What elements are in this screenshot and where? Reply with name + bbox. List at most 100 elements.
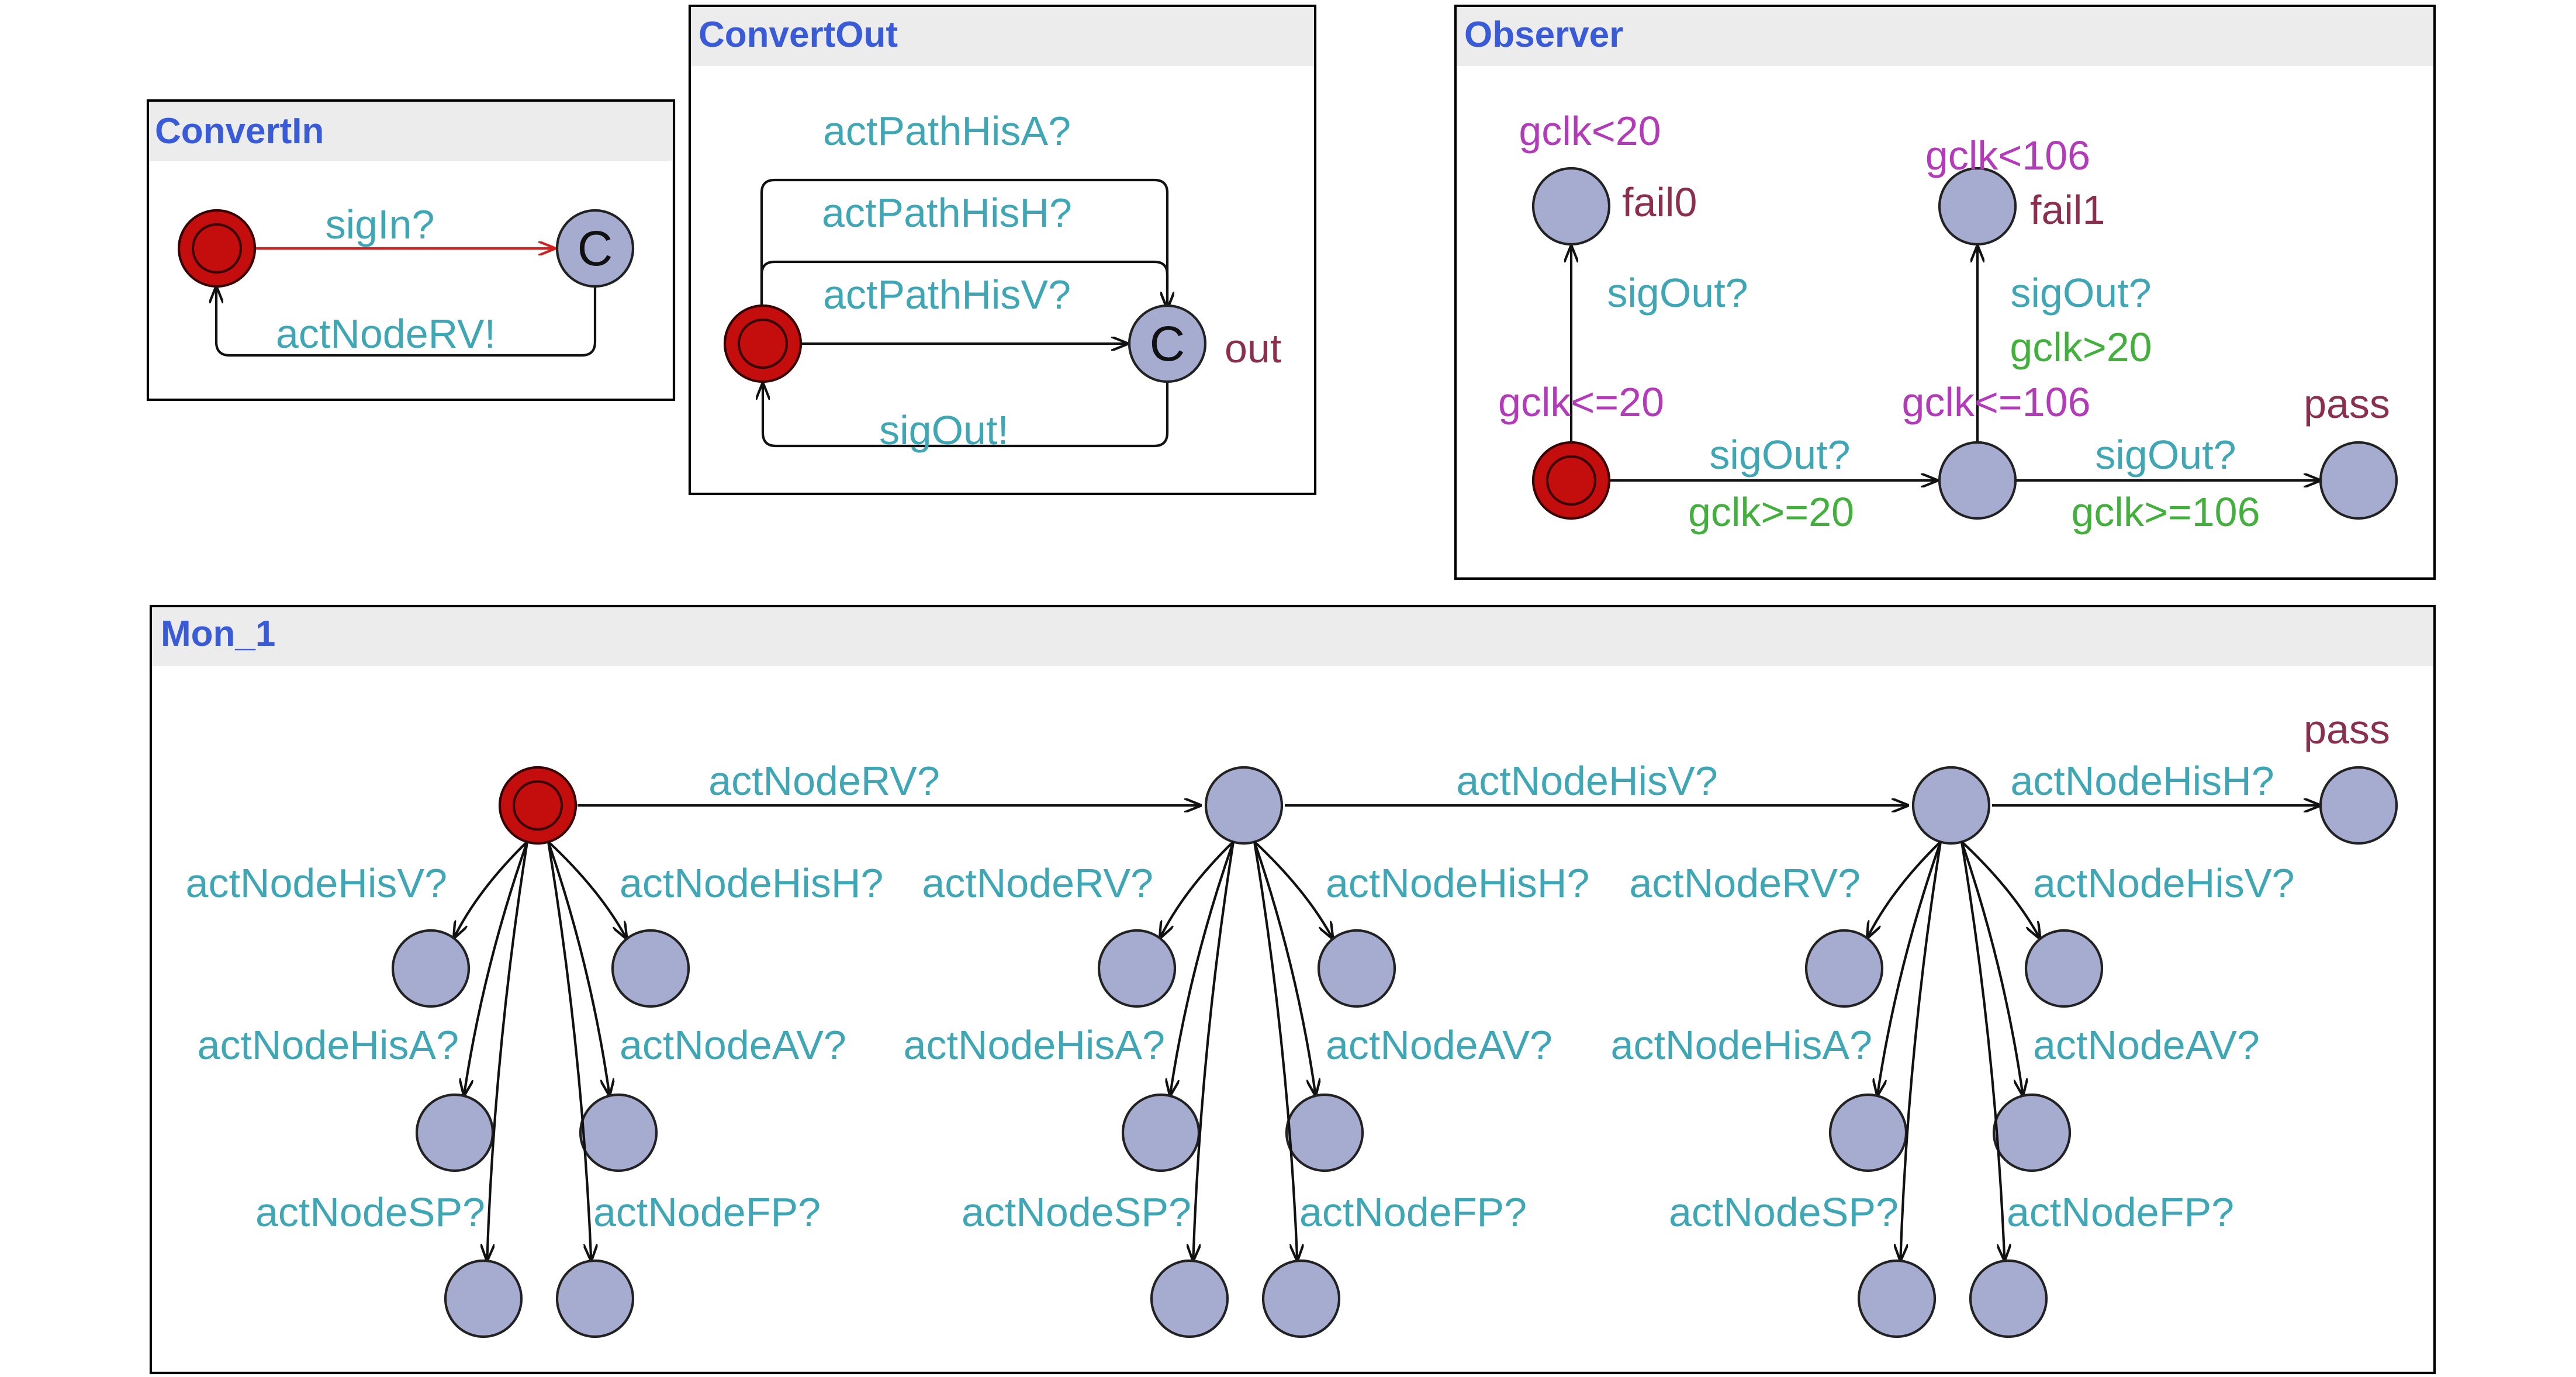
- sync-label: actNodeHisH?: [620, 860, 883, 906]
- location-mid: [1938, 441, 2017, 520]
- committed-symbol: C: [1150, 316, 1185, 371]
- panel-title: ConvertOut: [699, 15, 898, 55]
- initial-marker: [512, 780, 563, 831]
- location-name: fail1: [2030, 187, 2105, 233]
- panel-title: Observer: [1464, 15, 1623, 55]
- fan-edge: [547, 841, 610, 1096]
- panel-header: [153, 608, 2433, 666]
- sync-label: sigOut?: [1709, 432, 1850, 478]
- fan-location: [1121, 1093, 1201, 1172]
- fan-location: [1804, 929, 1884, 1008]
- initial-location: [723, 304, 803, 383]
- location-hub-3: [1911, 766, 1991, 845]
- sync-label: actNodeAV?: [620, 1022, 846, 1068]
- fan-edge: [1253, 840, 1333, 939]
- fan-edge: [1960, 841, 2023, 1096]
- panel-frame: [688, 4, 1317, 496]
- initial-marker: [1545, 455, 1597, 506]
- committed-location: [1128, 304, 1207, 383]
- fan-edge: [1193, 841, 1235, 1261]
- panel-convert-out: ConvertOut C out actPathHisA? actPathHis…: [688, 4, 1317, 496]
- initial-location: [177, 209, 257, 288]
- location-name: pass: [2304, 707, 2390, 752]
- panel-convert-in: ConvertIn C sigIn? actNodeRV!: [146, 99, 676, 402]
- fan-out-groups: actNodeHisV? actNodeHisH? actNodeHisA? actN…: [186, 840, 2294, 1338]
- fan-location: [579, 1093, 658, 1172]
- fan-location: [555, 1259, 635, 1338]
- fan-edge: [464, 841, 528, 1096]
- fan-location: [1261, 1259, 1341, 1338]
- sync-label: actPathHisV?: [823, 272, 1071, 317]
- fan-edge: [547, 840, 627, 939]
- location-name: out: [1225, 326, 1281, 371]
- sync-label: actNodeRV?: [708, 758, 940, 804]
- sync-label: actNodeAV?: [1326, 1022, 1552, 1068]
- sync-label: actNodeHisA?: [904, 1022, 1165, 1068]
- guard-label: gclk>=106: [2071, 489, 2260, 535]
- fan-edge: [1877, 841, 1942, 1096]
- fan-location: [2024, 929, 2104, 1008]
- fan-edge: [1170, 841, 1235, 1096]
- edge-actpathhisa: [760, 178, 1167, 309]
- initial-location: [498, 766, 578, 845]
- guard-label: gclk>20: [2010, 324, 2152, 370]
- fan-edge: [454, 840, 528, 938]
- sync-label: actNodeHisV?: [2033, 860, 2294, 906]
- fan-location: [1285, 1093, 1364, 1172]
- fan-location: [415, 1093, 495, 1172]
- sync-label: sigOut!: [879, 407, 1009, 453]
- fan-location: [444, 1259, 523, 1338]
- fan-edge: [1960, 840, 2040, 939]
- sync-label: actPathHisH?: [822, 190, 1072, 236]
- sync-label: actNodeRV?: [1629, 860, 1861, 906]
- guard-label: gclk>=20: [1688, 489, 1854, 535]
- panel-header: [691, 8, 1313, 66]
- sync-label: actNodeHisH?: [2010, 758, 2274, 804]
- location-pass: [2319, 441, 2398, 520]
- fan-location: [1992, 1093, 2072, 1172]
- fan-location: [1097, 929, 1177, 1008]
- fan-location: [1828, 1093, 1908, 1172]
- sync-label: actNodeHisA?: [1611, 1022, 1872, 1068]
- fan-edge: [1253, 841, 1316, 1096]
- location-name: fail0: [1622, 179, 1697, 225]
- fan-edge: [1960, 841, 2004, 1261]
- sync-label: sigOut?: [2010, 270, 2151, 316]
- edge-actpathhish: [760, 260, 1167, 316]
- sync-label: actNodeRV!: [276, 311, 496, 357]
- sync-label: sigOut?: [2095, 432, 2236, 478]
- panel-mon1: Mon_1 pass actNodeRV? actNodeHisV? actNo…: [149, 604, 2436, 1375]
- fan-edge: [487, 841, 529, 1261]
- edge-actnoderv: [216, 275, 597, 357]
- invariant-label: gclk<20: [1519, 108, 1661, 154]
- fan-location: [391, 929, 471, 1008]
- location-fail0: [1531, 167, 1611, 246]
- initial-location: [1531, 441, 1611, 520]
- sync-label: sigIn?: [326, 202, 435, 247]
- panel-header: [1457, 8, 2433, 66]
- edge-sigout: [763, 383, 1169, 448]
- initial-marker: [191, 223, 243, 274]
- sync-label: actPathHisA?: [823, 108, 1071, 154]
- fan-location: [1857, 1259, 1937, 1338]
- sync-label: actNodeFP?: [1299, 1189, 1527, 1235]
- initial-marker: [737, 318, 789, 369]
- sync-label: actNodeHisH?: [1326, 860, 1589, 906]
- panel-header: [150, 102, 672, 161]
- location-hub-2: [1204, 766, 1284, 845]
- fan-edge: [1900, 841, 1942, 1261]
- sync-label: actNodeSP?: [962, 1189, 1191, 1235]
- fan-location: [611, 929, 690, 1008]
- committed-symbol: C: [578, 221, 613, 276]
- fan-location: [1969, 1259, 2048, 1338]
- location-name: pass: [2304, 381, 2390, 427]
- location-pass: [2319, 766, 2398, 845]
- panel-observer: Observer gclk<20 fail0 gclk<106 fail1 pa…: [1454, 4, 2436, 580]
- fan-edge: [1253, 841, 1297, 1261]
- sync-label: actNodeFP?: [2007, 1189, 2234, 1235]
- sync-label: actNodeSP?: [255, 1189, 485, 1235]
- sync-label: sigOut?: [1607, 270, 1748, 316]
- sync-label: actNodeHisV?: [186, 860, 447, 906]
- fan-location: [1317, 929, 1396, 1008]
